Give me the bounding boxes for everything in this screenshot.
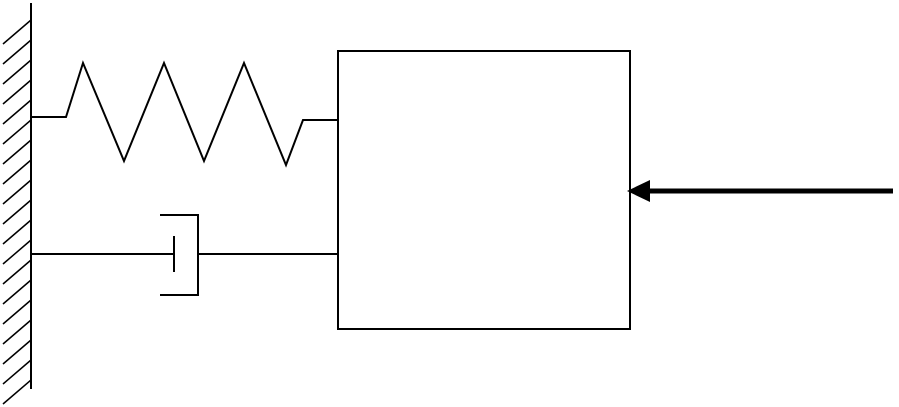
wall-hatch-mark xyxy=(2,19,32,45)
force-arrow-head xyxy=(627,180,650,202)
damper xyxy=(31,214,338,296)
mass-block xyxy=(337,50,631,330)
wall-hatch-mark xyxy=(2,319,32,345)
wall-hatch-mark xyxy=(2,139,32,165)
wall-hatch-mark xyxy=(2,119,32,145)
wall-hatch-mark xyxy=(2,219,32,245)
wall-hatch-mark xyxy=(2,359,32,385)
wall-hatching xyxy=(2,19,32,405)
wall-hatch-mark xyxy=(2,299,32,325)
wall-hatch-mark xyxy=(2,279,32,305)
wall-hatch-mark xyxy=(2,179,32,205)
wall-hatch-mark xyxy=(2,39,32,65)
wall-hatch-mark xyxy=(2,339,32,365)
wall-hatch-mark xyxy=(2,239,32,265)
wall-hatch-mark xyxy=(2,99,32,125)
wall-hatch-mark xyxy=(2,79,32,105)
wall-hatch-mark xyxy=(2,199,32,225)
fixed-wall xyxy=(2,3,32,405)
spring xyxy=(31,60,338,168)
wall-hatch-mark xyxy=(2,259,32,285)
wall-hatch-mark xyxy=(2,59,32,85)
wall-hatch-mark xyxy=(2,159,32,185)
applied-force-arrow xyxy=(627,180,893,202)
wall-hatch-mark xyxy=(2,379,32,405)
